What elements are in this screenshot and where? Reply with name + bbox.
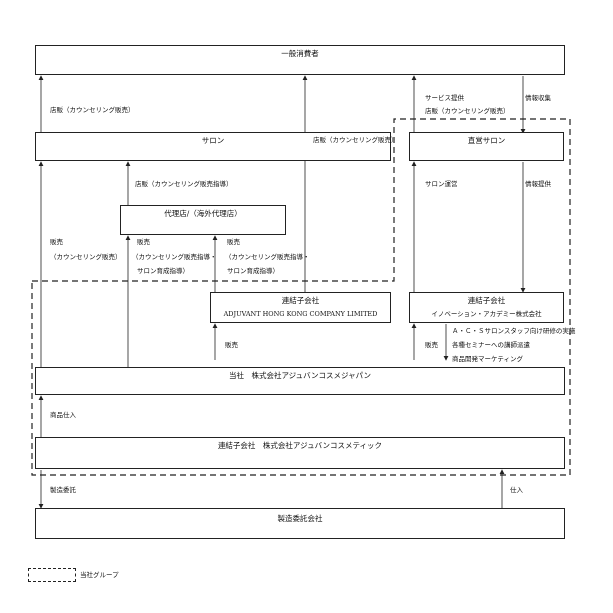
- consumer-box: 一般消費者: [35, 45, 565, 75]
- label-store-sales-1: 店販（カウンセリング販売）: [50, 106, 135, 114]
- label-product-purchase: 商品仕入: [50, 411, 76, 419]
- label-sales-innovation: 販売: [425, 341, 438, 349]
- label-sales-hk-1: 販売: [227, 238, 240, 246]
- label-service-provision: サービス提供: [425, 94, 464, 102]
- company-label: 当社 株式会社アジュバンコスメジャパン: [228, 371, 372, 380]
- label-store-sales-2: 店販（カウンセリング販売）: [425, 107, 510, 115]
- salon-box: サロン: [35, 132, 391, 161]
- label-info-collection: 情報収集: [525, 94, 551, 102]
- group-boundary: [31, 118, 571, 476]
- consumer-label: 一般消費者: [281, 49, 319, 58]
- label-store-sales-3: 店販（カウンセリング販売）: [313, 136, 398, 144]
- salon-label: サロン: [201, 136, 225, 145]
- label-sales-hk-2: （カウンセリング販売指導・: [225, 253, 310, 261]
- label-store-sales-guidance: 店販（カウンセリング販売指導）: [135, 180, 233, 188]
- label-innovation-note-3: 商品開発マーケティング: [452, 355, 523, 363]
- adjuvant-hk-title: 連結子会社: [281, 296, 320, 305]
- agency-box: 代理店/（海外代理店）: [120, 205, 286, 235]
- cosmetic-box: 連結子会社 株式会社アジュバンコスメティック: [35, 437, 565, 469]
- company-box: 当社 株式会社アジュバンコスメジャパン: [35, 367, 565, 395]
- adjuvant-hk-name: ADJUVANT HONG KONG COMPANY LIMITED: [223, 310, 378, 318]
- label-purchase: 仕入: [510, 486, 523, 494]
- label-manufacturing-commission: 製造委託: [50, 486, 76, 494]
- label-info-provision: 情報提供: [525, 180, 551, 188]
- direct-salon-box: 直営サロン: [409, 132, 564, 161]
- cosmetic-label: 連結子会社 株式会社アジュバンコスメティック: [217, 441, 383, 450]
- label-sales-hk-3: サロン育成指導）: [227, 267, 279, 275]
- agency-label: 代理店/（海外代理店）: [164, 209, 242, 218]
- manufacturer-box: 製造委託会社: [35, 508, 565, 539]
- label-sales-mid-1: 販売: [137, 238, 150, 246]
- label-sales-left-2: （カウンセリング販売）: [50, 253, 122, 261]
- direct-salon-label: 直営サロン: [467, 136, 506, 145]
- label-salon-operation: サロン運営: [425, 180, 458, 188]
- label-innovation-note-1: Ａ・Ｃ・Ｓサロンスタッフ向け研修の実施: [452, 327, 576, 335]
- innovation-box: 連結子会社 イノベーション・アカデミー株式会社: [409, 292, 564, 323]
- innovation-title: 連結子会社: [467, 296, 506, 305]
- label-sales-mid-3: サロン育成指導）: [137, 267, 189, 275]
- legend-label: 当社グループ: [80, 571, 119, 579]
- innovation-name: イノベーション・アカデミー株式会社: [431, 310, 542, 318]
- legend-dashed-box: [28, 568, 76, 582]
- label-sales-hk-lower: 販売: [225, 341, 238, 349]
- label-sales-left-1: 販売: [50, 238, 63, 246]
- manufacturer-label: 製造委託会社: [277, 514, 323, 523]
- adjuvant-hk-box: 連結子会社 ADJUVANT HONG KONG COMPANY LIMITED: [210, 292, 391, 323]
- label-sales-mid-2: （カウンセリング販売指導・: [132, 253, 217, 261]
- label-innovation-note-2: 各種セミナーへの講師派遣: [452, 341, 530, 349]
